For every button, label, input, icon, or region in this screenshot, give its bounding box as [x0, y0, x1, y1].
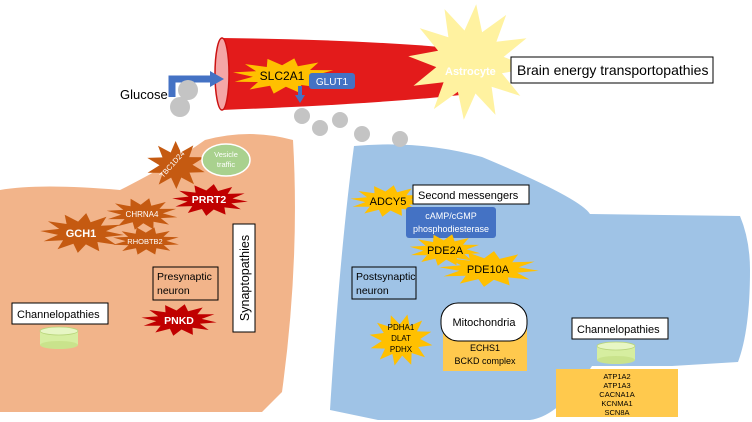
tbc1d24-star [147, 141, 205, 189]
vesicle-label-2: traffic [217, 160, 235, 169]
chrna4-star [106, 198, 178, 230]
mitochondria-label: Mitochondria [453, 317, 517, 329]
chrna4-label: CHRNA4 [126, 210, 159, 219]
presynaptic-label-2: neuron [157, 285, 190, 297]
glut1-arrowhead [295, 95, 305, 103]
gch1-star [40, 213, 124, 253]
pre-channel-top [39, 326, 79, 336]
synaptopathies-label: Synaptopathies [238, 235, 252, 321]
presynaptic-label-1: Presynaptic [157, 271, 212, 283]
glucose-molecule [312, 120, 328, 136]
echs1-label: ECHS1 [470, 343, 500, 353]
glut1-label: GLUT1 [316, 77, 349, 88]
pde10a-star [439, 251, 539, 287]
pre-channelopathies-label: Channelopathies [17, 309, 100, 321]
glucose-molecule [354, 126, 370, 142]
astrocyte-label: Astrocyte [445, 66, 496, 78]
synaptopathies-box [232, 223, 256, 333]
bckd-label: BCKD complex [454, 356, 516, 366]
slc2a1-label: SLC2A1 [260, 69, 305, 83]
glucose-molecule [392, 131, 408, 147]
post-channelopathies-label: Channelopathies [577, 324, 660, 336]
postsynaptic-neuron-box [351, 266, 417, 300]
glucose-arrowhead [210, 71, 224, 87]
presynaptic-neuron-box [152, 266, 219, 301]
pdh-label-1: PDHA1 [388, 323, 415, 332]
pnkd-star [141, 304, 217, 336]
post-channel-bottom [597, 356, 635, 364]
pre-channel-bottom [40, 341, 78, 349]
glucose-arrow [168, 75, 212, 97]
adcy5-label: ADCY5 [370, 196, 407, 208]
gene-cacna1a: CACNA1A [599, 390, 634, 399]
vesicle-label-1: Vesicle [214, 150, 238, 159]
glucose-molecule [178, 80, 198, 100]
post-channelopathies-box [571, 317, 669, 340]
title-text: Brain energy transportopathies [517, 62, 708, 78]
gch1-label: GCH1 [66, 228, 97, 240]
channel-genes-box [556, 369, 678, 417]
camp-label-2: phosphodiesterase [413, 224, 489, 234]
second-messengers-box [412, 184, 530, 205]
astrocyte-shape [408, 4, 532, 120]
glucose-molecule [294, 108, 310, 124]
glucose-molecule [332, 112, 348, 128]
camp-label-1: cAMP/cGMP [425, 211, 477, 221]
pdh-label-2: DLAT [391, 334, 411, 343]
vesicle-traffic-shape [201, 143, 251, 177]
glucose-label: Glucose [120, 87, 168, 102]
gene-scn8a: SCN8A [604, 408, 629, 417]
pde2a-star [409, 234, 481, 266]
gene-kcnma1: KCNMA1 [601, 399, 632, 408]
gene-atp1a3: ATP1A3 [603, 381, 630, 390]
prrt2-star [172, 184, 248, 216]
rhobtb2-label: RHOBTB2 [127, 237, 162, 246]
title-box [510, 56, 714, 84]
glut1-box [309, 73, 355, 89]
glucose-molecule [170, 97, 190, 117]
prrt2-label: PRRT2 [192, 194, 227, 206]
postsynaptic-label-2: neuron [356, 285, 389, 297]
rhobtb2-star [113, 227, 179, 255]
pnkd-label: PNKD [164, 315, 194, 327]
pdh-star [369, 314, 433, 366]
mitochondria-shape [440, 302, 528, 342]
gene-atp1a2: ATP1A2 [603, 372, 630, 381]
pde10a-label: PDE10A [467, 264, 510, 276]
vessel-opening [214, 37, 230, 111]
pre-channelopathies-box [11, 302, 109, 325]
post-channel-top [596, 341, 636, 351]
camp-box [406, 207, 496, 238]
second-messengers-label: Second messengers [418, 190, 519, 202]
pde2a-label: PDE2A [427, 245, 464, 257]
postsynaptic-label-1: Postsynaptic [356, 271, 416, 283]
pdh-label-3: PDHX [390, 345, 413, 354]
